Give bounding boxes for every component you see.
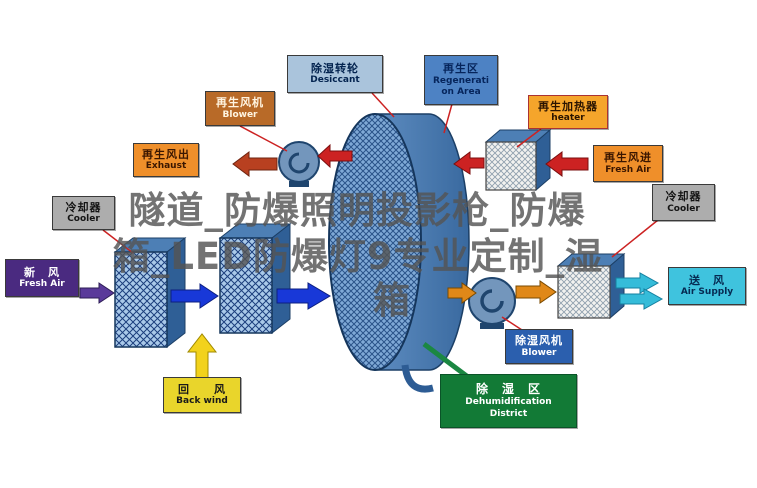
desiccant-wheel-graphic	[328, 113, 470, 393]
duct-left-graphic	[113, 236, 187, 349]
label-cooler-left: 冷却器 Cooler	[52, 196, 115, 230]
duct-middle-graphic	[218, 222, 292, 335]
label-dehumid-district-zh: 除 湿 区	[475, 382, 541, 397]
label-desiccant-wheel: 除湿转轮 Desiccant	[287, 55, 383, 93]
dehumid-district-connector	[422, 342, 470, 379]
label-dehumid-district-en2: District	[489, 408, 528, 419]
label-cooler-right: 冷却器 Cooler	[652, 184, 715, 221]
wheel-support-graphic	[401, 364, 434, 393]
label-dehumid-blower: 除湿风机 Blower	[505, 329, 573, 364]
label-regen-blower-zh: 再生风机	[216, 96, 264, 109]
regen-fan-icon	[278, 141, 320, 187]
label-air-supply-en: Air Supply	[680, 287, 734, 298]
process-air-arrow-1	[170, 283, 219, 309]
regen-arrow-heater-to-wheel	[453, 151, 485, 175]
label-regeneration-area-en2: on Area	[441, 86, 481, 97]
label-cooler-left-zh: 冷却器	[65, 200, 102, 214]
heater-box-graphic	[484, 128, 552, 192]
label-connectors	[102, 92, 659, 331]
label-regeneration-area: 再生区 Regenerati on Area	[424, 55, 498, 105]
supply-arrow-fan-to-cooler	[515, 280, 557, 304]
label-cooler-right-zh: 冷却器	[665, 190, 702, 203]
label-desiccant-wheel-zh: 除湿转轮	[311, 61, 359, 75]
regen-arrow-inlet	[545, 151, 589, 177]
label-heater: 再生加热器 heater	[528, 95, 608, 129]
label-air-supply-zh: 送 风	[689, 273, 725, 287]
label-desiccant-wheel-en: Desiccant	[310, 75, 360, 86]
label-dehumid-district-en1: Dehumidification	[465, 397, 552, 408]
label-regeneration-area-zh: 再生区	[443, 61, 479, 75]
label-cooler-right-en: Cooler	[667, 203, 700, 214]
supply-arrow-cyan-2	[619, 288, 664, 310]
label-exhaust-zh: 再生风出	[142, 147, 190, 161]
label-air-supply: 送 风 Air Supply	[668, 267, 746, 305]
process-air-arrow-2	[276, 282, 331, 310]
label-back-wind-zh: 回 风	[178, 382, 226, 396]
label-exhaust-en: Exhaust	[145, 161, 187, 172]
label-fresh-air-en: Fresh Air	[19, 279, 65, 290]
label-regen-fresh-air-zh: 再生风进	[604, 151, 652, 164]
label-fresh-air-zh: 新 风	[24, 265, 60, 279]
label-regen-fresh-air: 再生风进 Fresh Air	[593, 145, 663, 182]
label-dehumid-district: 除 湿 区 Dehumidification District	[440, 374, 577, 428]
regen-arrow-wheel-to-fan	[317, 143, 353, 169]
supply-arrow-wheel-to-fan	[447, 282, 477, 304]
label-fresh-air: 新 风 Fresh Air	[5, 259, 79, 297]
label-dehumid-blower-zh: 除湿风机	[515, 334, 563, 347]
label-regen-fresh-air-en: Fresh Air	[605, 164, 651, 175]
cooler-box-graphic	[556, 252, 626, 320]
label-regeneration-area-en1: Regenerati	[433, 75, 489, 86]
supply-arrow-cyan-1	[615, 272, 660, 294]
label-dehumid-blower-en: Blower	[521, 347, 557, 358]
regen-arrow-exhaust	[232, 151, 278, 177]
label-back-wind: 回 风 Back wind	[163, 377, 241, 413]
label-regen-blower-en: Blower	[222, 109, 258, 120]
label-regen-blower: 再生风机 Blower	[205, 91, 275, 126]
return-air-arrow	[186, 333, 218, 379]
label-exhaust: 再生风出 Exhaust	[133, 143, 199, 177]
process-fan-icon	[468, 277, 516, 329]
label-heater-zh: 再生加热器	[538, 99, 598, 113]
label-cooler-left-en: Cooler	[67, 214, 100, 225]
label-back-wind-en: Back wind	[176, 396, 228, 407]
fresh-air-arrow	[79, 282, 115, 304]
label-heater-en: heater	[551, 113, 585, 124]
